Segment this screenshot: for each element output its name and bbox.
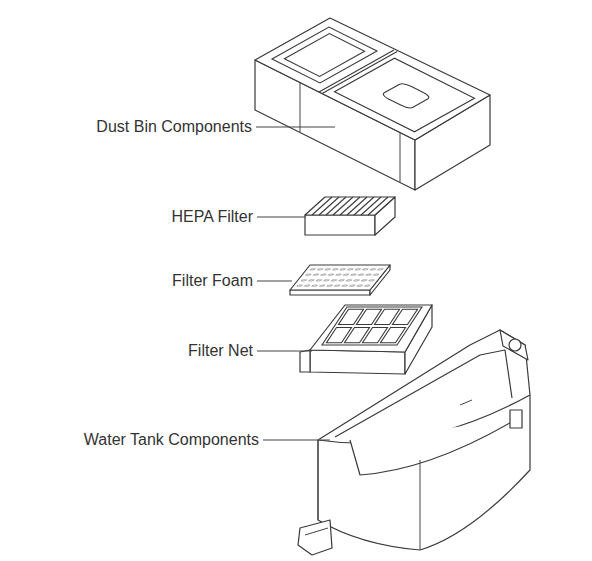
leader-lines	[256, 127, 335, 440]
part-label: Dust Bin Components	[96, 117, 252, 136]
part-label: Filter Net	[188, 341, 253, 360]
filter-foam-drawing	[290, 265, 390, 295]
hepa-filter-drawing	[305, 197, 395, 235]
leader-line	[257, 217, 306, 218]
part-label: Water Tank Components	[84, 430, 259, 449]
leader-line	[256, 127, 335, 128]
leader-line	[263, 440, 330, 441]
part-label: HEPA Filter	[172, 207, 254, 226]
part-label: Filter Foam	[172, 271, 253, 290]
leader-line	[257, 351, 312, 352]
dust-bin-drawing	[255, 18, 490, 190]
water-tank-drawing	[298, 330, 530, 555]
filter-net-drawing	[300, 305, 432, 374]
leader-line	[257, 281, 292, 282]
